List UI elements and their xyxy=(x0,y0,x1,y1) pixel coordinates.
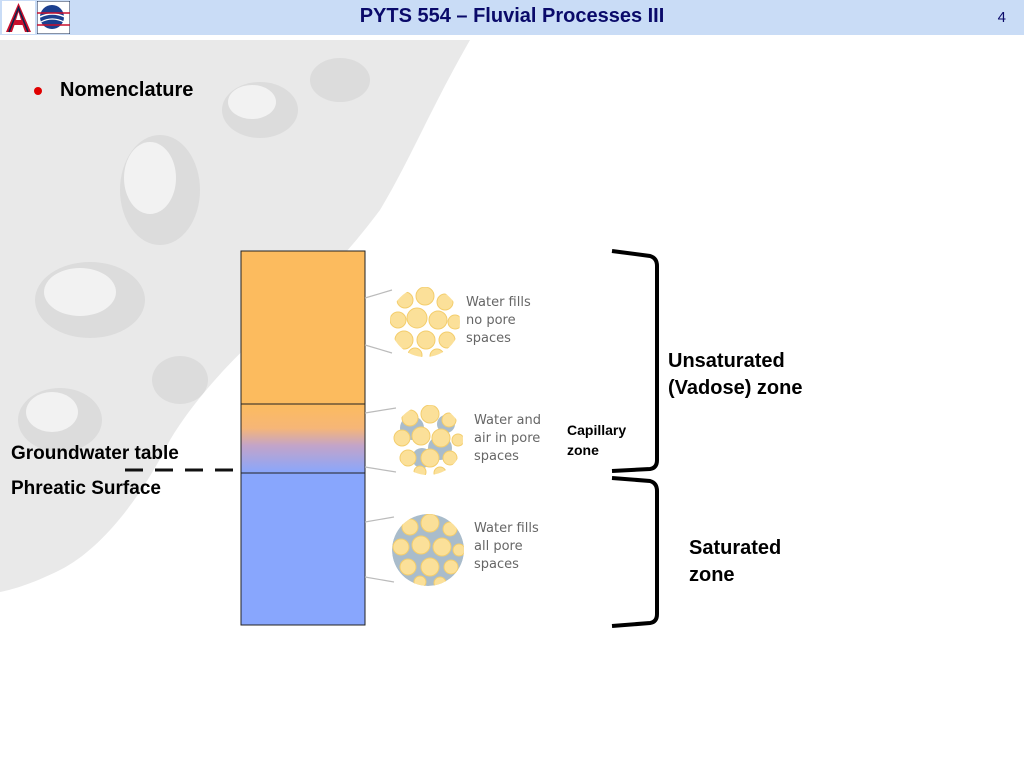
phreatic-surface-label: Phreatic Surface xyxy=(11,478,161,499)
saturated-zone-label: Saturated zone xyxy=(689,537,782,586)
pore-circle-saturated xyxy=(392,514,464,586)
unsaturated-brace xyxy=(611,249,659,473)
header-bar: PYTS 554 – Fluvial Processes III 4 xyxy=(0,0,1024,35)
capillary-layer xyxy=(240,403,366,474)
page-number: 4 xyxy=(997,9,1006,26)
university-logo-icon xyxy=(2,1,35,34)
bullet-dot-icon xyxy=(34,87,42,95)
pore-label-dry: Water fills no pore spaces xyxy=(466,295,531,346)
unsaturated-zone-label: Unsaturated (Vadose) zone xyxy=(668,350,803,399)
pore-label-saturated: Water fills all pore spaces xyxy=(474,521,539,572)
capillary-zone-label: Capillary zone xyxy=(567,422,627,459)
saturated-layer xyxy=(240,472,366,626)
bullet-nomenclature: Nomenclature xyxy=(60,79,194,101)
slide-title: PYTS 554 – Fluvial Processes III xyxy=(359,5,665,27)
pore-circle-partial xyxy=(393,405,463,475)
lab-logo-icon xyxy=(37,1,70,34)
saturated-brace xyxy=(611,476,659,628)
groundwater-table-label: Groundwater table xyxy=(11,443,179,464)
unsaturated-layer xyxy=(240,250,366,405)
pore-label-partial: Water and air in pore spaces xyxy=(474,413,542,464)
pore-circle-dry xyxy=(390,287,460,357)
